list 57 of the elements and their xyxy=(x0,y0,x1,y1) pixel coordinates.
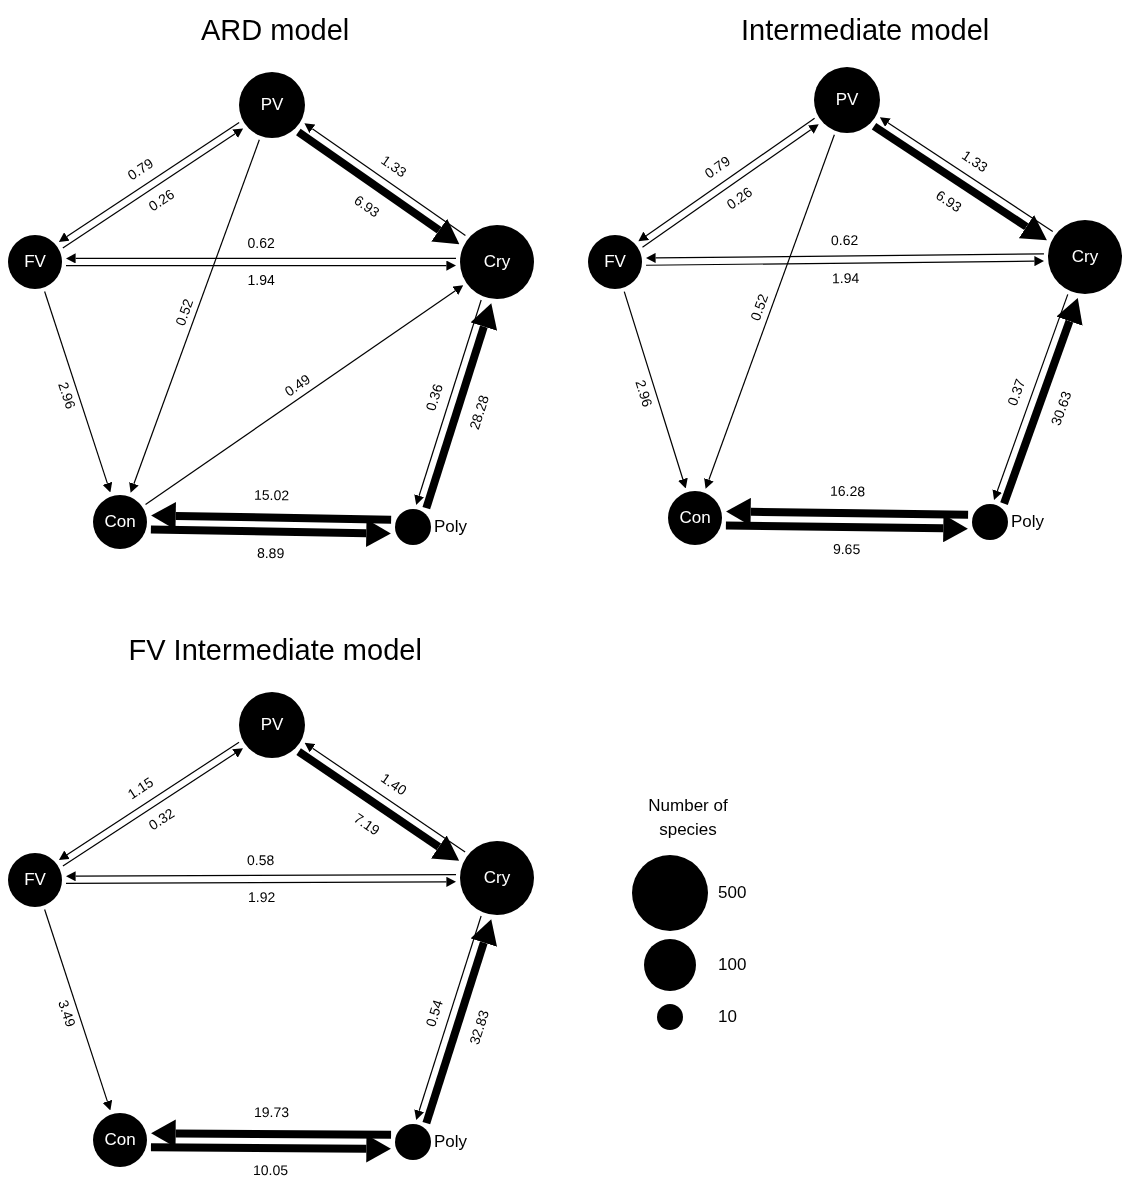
arrow xyxy=(304,742,466,853)
arrow xyxy=(414,915,482,1120)
edge-label: 1.94 xyxy=(830,270,860,286)
arrow xyxy=(65,876,456,887)
edge-label: 16.28 xyxy=(828,483,867,499)
edge-label: 0.62 xyxy=(246,235,276,251)
arrow xyxy=(304,123,467,237)
edge-label: 10.05 xyxy=(252,1162,290,1178)
panel-title: ARD model xyxy=(201,13,350,47)
panel-title: FV Intermediate model xyxy=(128,633,422,667)
edge-label: 8.89 xyxy=(255,545,286,562)
arrow xyxy=(44,290,113,493)
arrow xyxy=(44,908,113,1111)
state-circle: Con xyxy=(668,491,722,545)
state-circle: Cry xyxy=(460,225,534,299)
state-circle: Con xyxy=(93,495,147,549)
edge-label: 9.65 xyxy=(832,541,862,557)
arrow xyxy=(66,871,457,882)
arrow xyxy=(129,139,260,493)
arrow xyxy=(704,134,835,489)
state-circle: PV xyxy=(814,67,880,133)
arrow xyxy=(296,748,460,861)
arrow xyxy=(414,299,482,505)
state-circle: FV xyxy=(8,853,62,907)
state-circle: Cry xyxy=(1048,220,1122,294)
edge-label: 19.73 xyxy=(252,1104,290,1120)
arrow xyxy=(422,303,498,510)
edge-label: 0.58 xyxy=(246,852,276,868)
arrow xyxy=(992,293,1069,501)
state-circle: Con xyxy=(93,1113,147,1167)
arrow xyxy=(296,128,460,245)
legend-label: 10 xyxy=(718,1007,737,1027)
arrow xyxy=(645,256,1045,267)
arrow xyxy=(623,291,688,489)
edge-label: 15.02 xyxy=(252,487,291,504)
arrow xyxy=(65,260,456,271)
edge-label: 0.62 xyxy=(830,233,860,249)
state-label: Poly xyxy=(434,1132,468,1152)
state-label: Poly xyxy=(1011,512,1045,532)
legend-label: 500 xyxy=(718,883,747,903)
arrow xyxy=(66,253,457,264)
state-circle: PV xyxy=(239,72,305,138)
arrow xyxy=(144,285,464,505)
state-circle: Cry xyxy=(460,841,534,915)
arrow xyxy=(422,919,498,1125)
arrow xyxy=(645,252,1045,264)
arrow xyxy=(1000,297,1083,505)
legend-label: 100 xyxy=(718,955,747,975)
state-circle: PV xyxy=(239,692,305,758)
arrow xyxy=(879,117,1054,232)
panel-title: Intermediate model xyxy=(741,13,990,47)
edge-label: 1.92 xyxy=(246,890,276,906)
state-circle: FV xyxy=(588,235,642,289)
state-label: Poly xyxy=(434,517,468,537)
state-circle: FV xyxy=(8,235,62,289)
legend-title: Number of species xyxy=(647,795,729,841)
arrow xyxy=(871,122,1047,241)
